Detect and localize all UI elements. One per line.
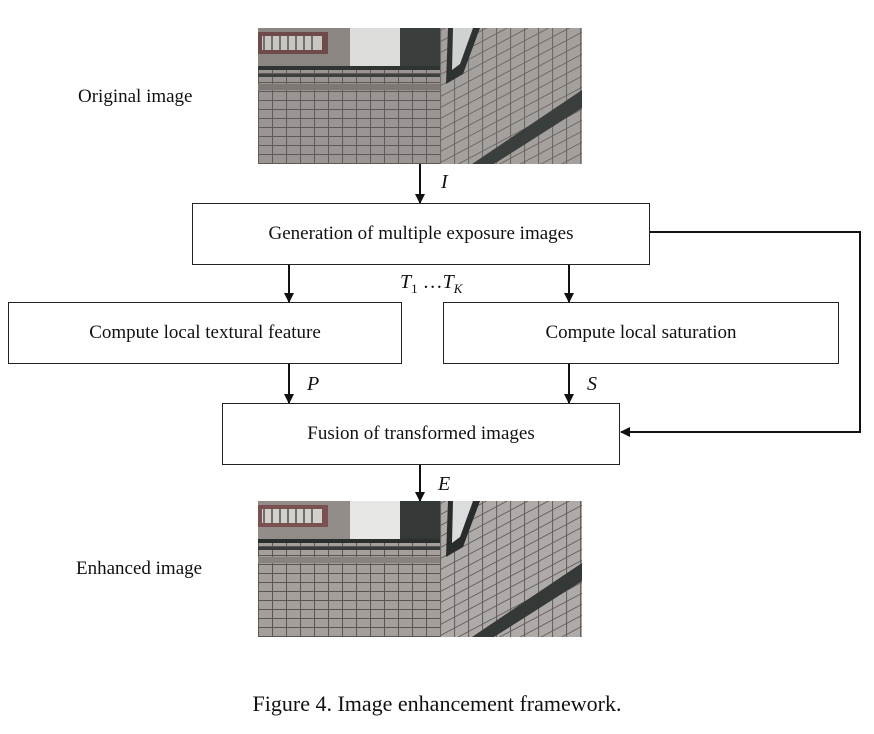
figure-caption: Figure 4. Image enhancement framework. [252,691,622,716]
generation-box-label: Generation of multiple exposure images [268,223,574,244]
exposure-dots: … [417,271,443,293]
texture-box: Compute local textural feature [8,302,402,364]
original-image [258,28,582,164]
saturation-output-label: S [587,373,597,395]
exposure-range-label: T1 …TK [400,272,462,295]
exposure-last-base: T [442,271,454,293]
enhanced-image [258,501,582,637]
exposure-first-sub: 1 [411,281,418,296]
fusion-box-label: Fusion of transformed images [307,423,535,444]
fusion-box: Fusion of transformed images [222,403,620,465]
saturation-box-label: Compute local saturation [545,322,737,343]
arrow-generation-to-fusion-bypass [620,231,861,437]
original-image-label: Original image [78,86,193,107]
input-variable-label: I [441,171,448,193]
enhanced-image-label: Enhanced image [76,558,203,579]
exposure-last-sub: K [453,281,463,296]
texture-output-label: P [307,373,320,395]
fusion-output-label: E [438,473,451,495]
saturation-box: Compute local saturation [443,302,839,364]
texture-box-label: Compute local textural feature [89,322,321,343]
generation-box: Generation of multiple exposure images [192,203,650,265]
exposure-first-base: T [400,271,412,293]
